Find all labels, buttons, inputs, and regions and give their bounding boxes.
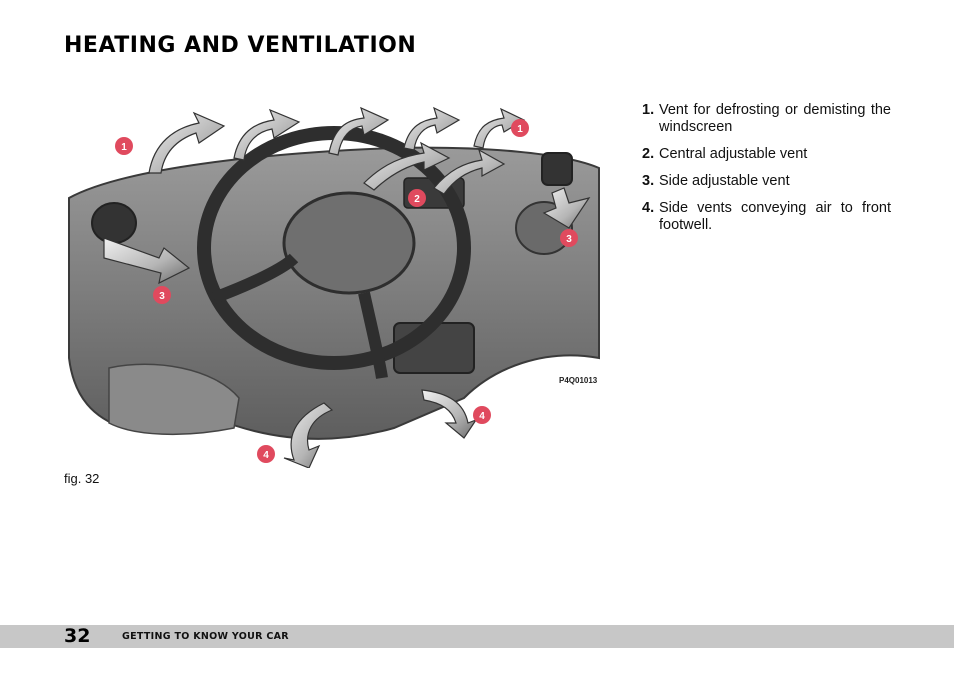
page-number: 32 [64,625,91,647]
dashboard-illustration: 1 1 2 3 3 4 4 P4Q01013 [64,98,602,468]
legend-item: 3.Side adjustable vent [642,173,891,190]
legend-item: 2.Central adjustable vent [642,146,891,163]
legend-item-text: Side vents conveying air to front footwe… [659,200,891,233]
defrost-arrows [148,106,526,174]
callout-1-right: 1 [511,119,529,137]
footwell-arrows [283,389,478,468]
legend-item-number: 4. [642,200,655,216]
legend-item-number: 3. [642,173,655,189]
legend-item-text: Side adjustable vent [659,173,790,189]
callout-3-right: 3 [560,229,578,247]
legend-item-number: 2. [642,146,655,162]
legend-item: 4.Side vents conveying air to front foot… [642,200,891,234]
figure-caption: fig. 32 [64,471,100,486]
steering-wheel [197,126,471,370]
svg-text:4: 4 [479,411,485,422]
footer-band: 32 GETTING TO KNOW YOUR CAR [0,625,954,648]
svg-text:3: 3 [566,234,572,245]
callout-3-left: 3 [153,286,171,304]
central-arrows [363,141,506,195]
page-title: HEATING AND VENTILATION [64,33,417,58]
legend-item-number: 1. [642,102,655,118]
svg-text:3: 3 [159,291,165,302]
legend-item-text: Vent for defrosting or demisting the win… [659,102,891,135]
callout-4-left: 4 [257,445,275,463]
side-arrows [103,187,591,285]
svg-text:1: 1 [121,142,127,153]
legend-list: 1.Vent for defrosting or demisting the w… [642,102,891,244]
svg-text:2: 2 [414,194,420,205]
callout-4-right: 4 [473,406,491,424]
legend-item-text: Central adjustable vent [659,146,808,162]
figure-code: P4Q01013 [559,376,598,385]
left-vent [91,202,137,244]
svg-text:4: 4 [263,450,269,461]
legend-item: 1.Vent for defrosting or demisting the w… [642,102,891,136]
section-title: GETTING TO KNOW YOUR CAR [122,631,289,642]
callout-1-left: 1 [115,137,133,155]
svg-text:1: 1 [517,124,523,135]
right-vent [541,152,573,186]
callout-2: 2 [408,189,426,207]
